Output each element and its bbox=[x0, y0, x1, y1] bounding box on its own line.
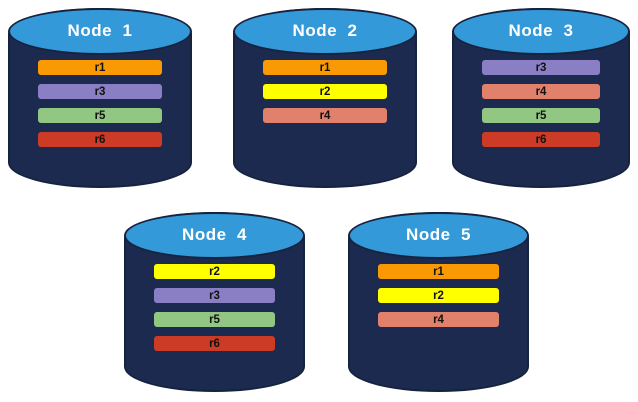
data-fragment-label: r4 bbox=[319, 109, 331, 122]
data-fragment-bar: r4 bbox=[378, 312, 499, 327]
data-fragment-bar: r5 bbox=[482, 108, 600, 123]
data-fragment-label: r3 bbox=[94, 85, 106, 98]
data-fragment-label: r3 bbox=[535, 61, 547, 74]
data-fragment-label: r5 bbox=[535, 109, 547, 122]
data-fragment-bar: r4 bbox=[263, 108, 387, 123]
database-node: Node 1 r1 r3 r5 r6 bbox=[8, 8, 192, 188]
cylinder-top-ellipse bbox=[452, 8, 630, 55]
data-fragment-label: r1 bbox=[319, 61, 331, 74]
node-title: Node 1 bbox=[67, 21, 133, 41]
cylinder-top-ellipse bbox=[8, 8, 192, 55]
data-fragment-bar: r6 bbox=[482, 132, 600, 147]
database-node: Node 3 r3 r4 r5 r6 bbox=[452, 8, 630, 188]
data-fragment-label: r2 bbox=[433, 289, 444, 302]
node-title: Node 3 bbox=[508, 21, 574, 41]
data-fragment-bar: r5 bbox=[38, 108, 162, 123]
data-fragment-bar: r3 bbox=[154, 288, 275, 303]
node-title: Node 5 bbox=[406, 225, 471, 245]
data-fragment-label: r2 bbox=[319, 85, 331, 98]
data-fragment-bar: r2 bbox=[378, 288, 499, 303]
data-fragment-bar: r6 bbox=[154, 336, 275, 351]
data-fragment-bar: r1 bbox=[38, 60, 162, 75]
fragment-list: r3 r4 r5 r6 bbox=[452, 60, 630, 147]
data-fragment-label: r3 bbox=[209, 289, 220, 302]
node-title: Node 4 bbox=[182, 225, 247, 245]
data-fragment-bar: r2 bbox=[263, 84, 387, 99]
cylinder-top-ellipse bbox=[233, 8, 417, 55]
data-fragment-label: r5 bbox=[94, 109, 106, 122]
fragment-list: r1 r2 r4 bbox=[348, 264, 529, 327]
data-fragment-label: r1 bbox=[433, 265, 444, 278]
data-fragment-label: r6 bbox=[209, 337, 220, 350]
data-fragment-label: r4 bbox=[535, 85, 547, 98]
node-title: Node 2 bbox=[292, 21, 358, 41]
data-fragment-label: r6 bbox=[535, 133, 547, 146]
data-fragment-bar: r2 bbox=[154, 264, 275, 279]
data-fragment-bar: r6 bbox=[38, 132, 162, 147]
data-fragment-bar: r1 bbox=[378, 264, 499, 279]
database-node: Node 2 r1 r2 r4 bbox=[233, 8, 417, 188]
data-fragment-bar: r4 bbox=[482, 84, 600, 99]
data-fragment-bar: r1 bbox=[263, 60, 387, 75]
data-fragment-bar: r3 bbox=[482, 60, 600, 75]
data-fragment-label: r4 bbox=[433, 313, 444, 326]
database-node: Node 5 r1 r2 r4 bbox=[348, 212, 529, 392]
fragment-list: r1 r3 r5 r6 bbox=[8, 60, 192, 147]
fragment-list: r2 r3 r5 r6 bbox=[124, 264, 305, 351]
data-fragment-label: r1 bbox=[94, 61, 106, 74]
data-fragment-label: r2 bbox=[209, 265, 220, 278]
database-node: Node 4 r2 r3 r5 r6 bbox=[124, 212, 305, 392]
cylinder-top-ellipse bbox=[124, 212, 305, 259]
data-fragment-bar: r3 bbox=[38, 84, 162, 99]
fragment-list: r1 r2 r4 bbox=[233, 60, 417, 123]
data-fragment-label: r5 bbox=[209, 313, 220, 326]
data-fragment-label: r6 bbox=[94, 133, 106, 146]
data-fragment-bar: r5 bbox=[154, 312, 275, 327]
cylinder-top-ellipse bbox=[348, 212, 529, 259]
